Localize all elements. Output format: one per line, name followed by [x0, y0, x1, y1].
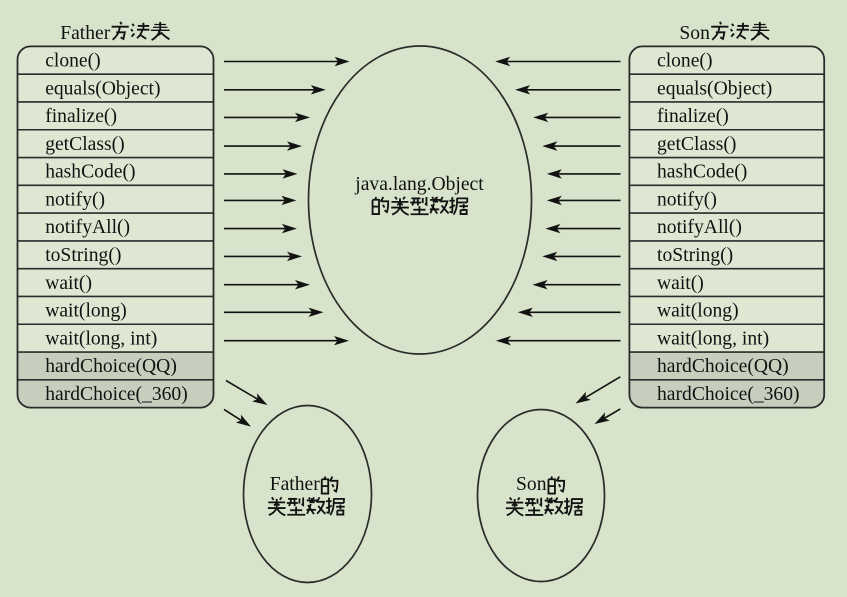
- svg-text:clone(): clone(): [45, 51, 100, 72]
- svg-text:hardChoice(QQ): hardChoice(QQ): [45, 356, 177, 377]
- svg-text:wait(long): wait(long): [45, 301, 127, 322]
- svg-text:Son: Son: [516, 474, 547, 495]
- svg-text:Father: Father: [270, 474, 321, 495]
- svg-text:hashCode(): hashCode(): [657, 162, 747, 183]
- svg-text:getClass(): getClass(): [657, 134, 736, 155]
- svg-text:hardChoice(QQ): hardChoice(QQ): [657, 356, 789, 377]
- svg-text:notify(): notify(): [657, 189, 717, 210]
- svg-text:toString(): toString(): [657, 245, 733, 266]
- svg-text:Father: Father: [60, 23, 111, 44]
- svg-text:wait(long, int): wait(long, int): [657, 328, 769, 349]
- svg-text:equals(Object): equals(Object): [45, 78, 160, 99]
- svg-text:wait(long): wait(long): [657, 301, 739, 322]
- svg-text:finalize(): finalize(): [45, 106, 117, 127]
- svg-text:Son: Son: [679, 23, 710, 44]
- svg-text:hardChoice(_360): hardChoice(_360): [657, 384, 800, 405]
- svg-text:finalize(): finalize(): [657, 106, 729, 127]
- svg-text:hardChoice(_360): hardChoice(_360): [45, 384, 188, 405]
- svg-text:wait(long, int): wait(long, int): [45, 328, 157, 349]
- svg-text:wait(): wait(): [657, 273, 704, 294]
- svg-text:java.lang.Object: java.lang.Object: [354, 174, 484, 195]
- svg-text:notifyAll(): notifyAll(): [45, 217, 130, 238]
- svg-text:clone(): clone(): [657, 51, 712, 72]
- svg-text:wait(): wait(): [45, 273, 92, 294]
- svg-text:hashCode(): hashCode(): [45, 162, 135, 183]
- svg-text:equals(Object): equals(Object): [657, 78, 772, 99]
- svg-text:getClass(): getClass(): [45, 134, 124, 155]
- svg-text:notify(): notify(): [45, 189, 105, 210]
- svg-text:toString(): toString(): [45, 245, 121, 266]
- svg-text:notifyAll(): notifyAll(): [657, 217, 742, 238]
